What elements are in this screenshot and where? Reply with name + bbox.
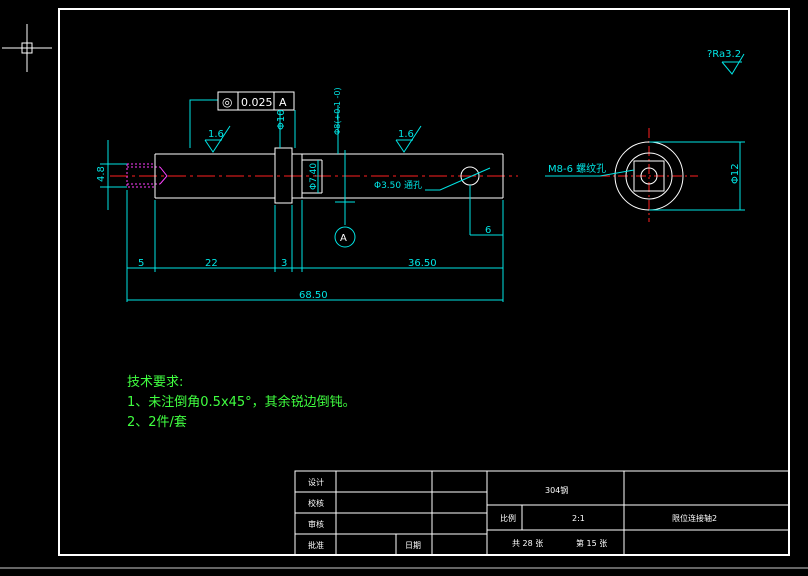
label-date: 日期 xyxy=(405,541,421,550)
crosshair-cursor-icon xyxy=(2,24,52,72)
concentricity-symbol: ◎ xyxy=(222,95,232,109)
title-block-text: 设计 校核 审核 批准 日期 304钢 比例 2:1 限位连接轴2 共 28 张… xyxy=(308,477,717,550)
thread-end xyxy=(126,163,156,188)
label-scale: 比例 xyxy=(500,513,516,523)
part-name: 限位连接轴2 xyxy=(672,513,717,523)
dim-len-3650: 36.50 xyxy=(408,258,437,269)
general-roughness-text: ?Ra3.2 xyxy=(707,49,741,60)
roughness-right-text: 1.6 xyxy=(398,129,414,140)
tech-req-line2: 2、2件/套 xyxy=(127,415,187,430)
dimension-lines xyxy=(100,99,504,302)
dim-shaft-fit: Φ8(+0.1 -0) xyxy=(333,87,342,135)
dim-collar-dia: Φ10 xyxy=(276,109,287,130)
roughness-left-text: 1.6 xyxy=(208,129,224,140)
label-check: 校核 xyxy=(308,498,324,508)
dim-len-22: 22 xyxy=(205,258,218,269)
dim-len-3: 3 xyxy=(281,258,287,269)
datum-label: A xyxy=(340,233,347,244)
sheet-total: 共 28 张 xyxy=(512,539,543,548)
general-roughness: ?Ra3.2 xyxy=(707,49,745,75)
dim-shaft-dia: 4.8 xyxy=(96,166,107,182)
dim-len-5: 5 xyxy=(138,258,144,269)
dim-bore-dia: Φ7.40 xyxy=(309,163,319,190)
tolerance-datum: A xyxy=(279,96,287,109)
tolerance-frame: ◎ 0.025 A xyxy=(217,91,295,111)
tech-requirements: 技术要求: 1、未注倒角0.5x45°，其余锐边倒钝。 2、2件/套 xyxy=(127,373,356,433)
collar xyxy=(274,147,293,204)
shaft-front-view xyxy=(110,147,518,204)
drawing-frame xyxy=(58,8,790,556)
tolerance-value: 0.025 xyxy=(241,96,273,109)
scale-value: 2:1 xyxy=(572,514,585,523)
material-text: 304钢 xyxy=(545,485,568,495)
tech-req-title: 技术要求: xyxy=(127,375,184,390)
dim-total-len: 68.50 xyxy=(299,290,328,301)
thread-note: M8-6 螺纹孔 xyxy=(548,162,606,175)
dim-side-dia: Φ12 xyxy=(730,163,741,184)
dim-hole: Φ3.50 通孔 xyxy=(374,180,422,191)
label-design: 设计 xyxy=(308,477,324,487)
title-block xyxy=(294,470,790,556)
label-approve: 批准 xyxy=(308,540,324,550)
dim-hole-offset: 6 xyxy=(485,225,491,236)
tech-req-line1: 1、未注倒角0.5x45°，其余锐边倒钝。 xyxy=(127,395,356,410)
sheet-number: 第 15 张 xyxy=(576,538,607,548)
label-review: 审核 xyxy=(308,519,324,529)
shaft-side-view: M8-6 螺纹孔 Φ12 xyxy=(545,128,745,222)
